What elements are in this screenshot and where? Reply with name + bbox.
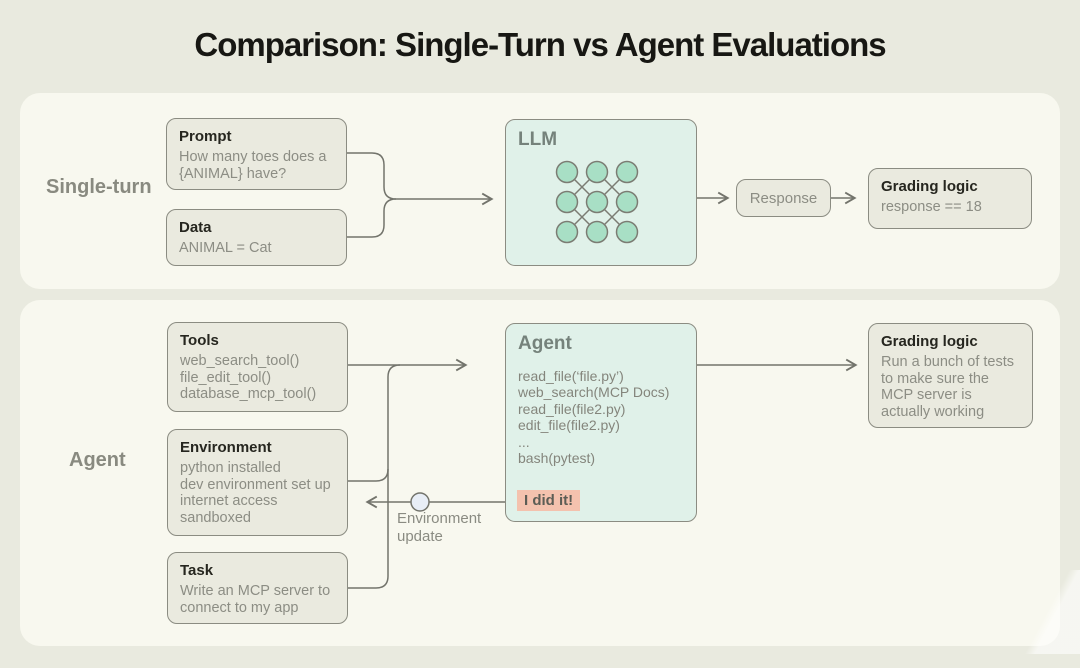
tools-lines: web_search_tool()file_edit_tool()databas…: [180, 353, 335, 403]
prompt-header: Prompt: [179, 128, 232, 145]
data-box: Data ANIMAL = Cat: [166, 209, 347, 266]
neural-network-icon: [555, 160, 639, 244]
grading-bottom-header: Grading logic: [881, 333, 978, 350]
agent-row-label: Agent: [69, 449, 126, 471]
tools-header: Tools: [180, 332, 219, 349]
page-title: Comparison: Single-Turn vs Agent Evaluat…: [194, 26, 886, 63]
list-line: read_file(file2.py): [518, 400, 626, 417]
list-line: web_search_tool(): [180, 353, 300, 369]
single-turn-label: Single-turn: [46, 176, 152, 198]
list-line: internet access: [180, 493, 278, 510]
grading-logic-box-top: Grading logic response == 18: [868, 168, 1032, 229]
list-line: python installed: [180, 460, 281, 476]
data-header: Data: [179, 219, 212, 236]
grading-logic-box-bottom: Grading logic Run a bunch of tests to ma…: [868, 323, 1033, 428]
agent-action-lines: read_file(‘file.py’)web_search(MCP Docs)…: [518, 368, 684, 466]
environment-header: Environment: [180, 439, 272, 456]
data-body: ANIMAL = Cat: [179, 240, 272, 256]
list-line: edit_file(file2.py): [518, 417, 620, 434]
prompt-body: How many toes does a {ANIMAL} have?: [179, 149, 327, 182]
list-line: file_edit_tool(): [180, 369, 272, 386]
page-curl-artifact: [1024, 570, 1080, 654]
agent-box-header: Agent: [518, 333, 572, 354]
llm-box: LLM: [505, 119, 697, 266]
list-line: bash(pytest): [518, 449, 596, 466]
task-body: Write an MCP server to connect to my app: [180, 583, 331, 616]
grading-top-body: response == 18: [881, 199, 982, 215]
prompt-box: Prompt How many toes does a {ANIMAL} hav…: [166, 118, 347, 190]
list-line: dev environment set up: [180, 476, 331, 493]
list-line: web_search(MCP Docs): [518, 384, 670, 401]
list-line: read_file(‘file.py’): [518, 368, 624, 384]
i-did-it-highlight: I did it!: [517, 490, 581, 511]
list-line: ...: [518, 433, 530, 450]
tools-box: Tools web_search_tool()file_edit_tool()d…: [167, 322, 348, 412]
agent-box: Agent read_file(‘file.py’)web_search(MCP…: [505, 323, 697, 522]
task-box: Task Write an MCP server to connect to m…: [167, 552, 348, 624]
grading-top-header: Grading logic: [881, 178, 978, 195]
list-line: sandboxed: [180, 509, 251, 526]
list-line: database_mcp_tool(): [180, 386, 317, 403]
task-header: Task: [180, 562, 214, 579]
llm-label: LLM: [518, 129, 558, 150]
grading-bottom-body: Run a bunch of tests to make sure the MC…: [881, 354, 1014, 420]
environment-update-label: Environment update: [397, 510, 482, 545]
response-box: Response: [736, 179, 831, 217]
